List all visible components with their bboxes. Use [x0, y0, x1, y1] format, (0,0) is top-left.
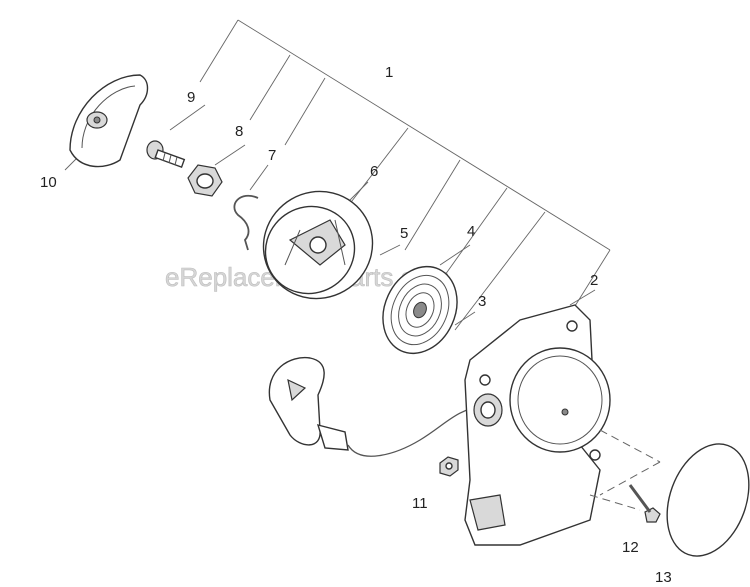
callout-labels: 1 2 3 4 5 6 7 8 9 10 11 12 13 — [40, 64, 672, 586]
alignment-dashes — [589, 429, 661, 511]
part-6-pulley — [262, 190, 374, 300]
part-5-recoil-spring — [382, 265, 458, 355]
callout-8: 8 — [235, 123, 243, 140]
callout-13: 13 — [655, 569, 672, 586]
part-13-decal — [666, 443, 750, 557]
callout-5: 5 — [400, 225, 408, 242]
callout-3: 3 — [478, 293, 486, 310]
callout-4: 4 — [467, 223, 475, 240]
part-12-bolt — [628, 484, 661, 523]
part-11-nut — [439, 456, 459, 477]
part-2-starter-housing — [464, 304, 611, 546]
assembly-bracket — [64, 19, 611, 331]
part-8-ratchet — [187, 164, 223, 197]
callout-1: 1 — [385, 64, 393, 81]
callout-7: 7 — [268, 147, 276, 164]
callout-9: 9 — [187, 89, 195, 106]
callout-6: 6 — [370, 163, 378, 180]
part-7-spring-clip — [233, 194, 259, 251]
part-9-screw — [146, 140, 186, 168]
starter-rope — [347, 404, 486, 457]
callout-11: 11 — [412, 495, 428, 512]
part-10-cover-plate — [69, 74, 149, 168]
callout-2: 2 — [590, 272, 598, 289]
callout-12: 12 — [622, 539, 639, 556]
callout-10: 10 — [40, 174, 57, 191]
starter-handle — [268, 356, 349, 451]
